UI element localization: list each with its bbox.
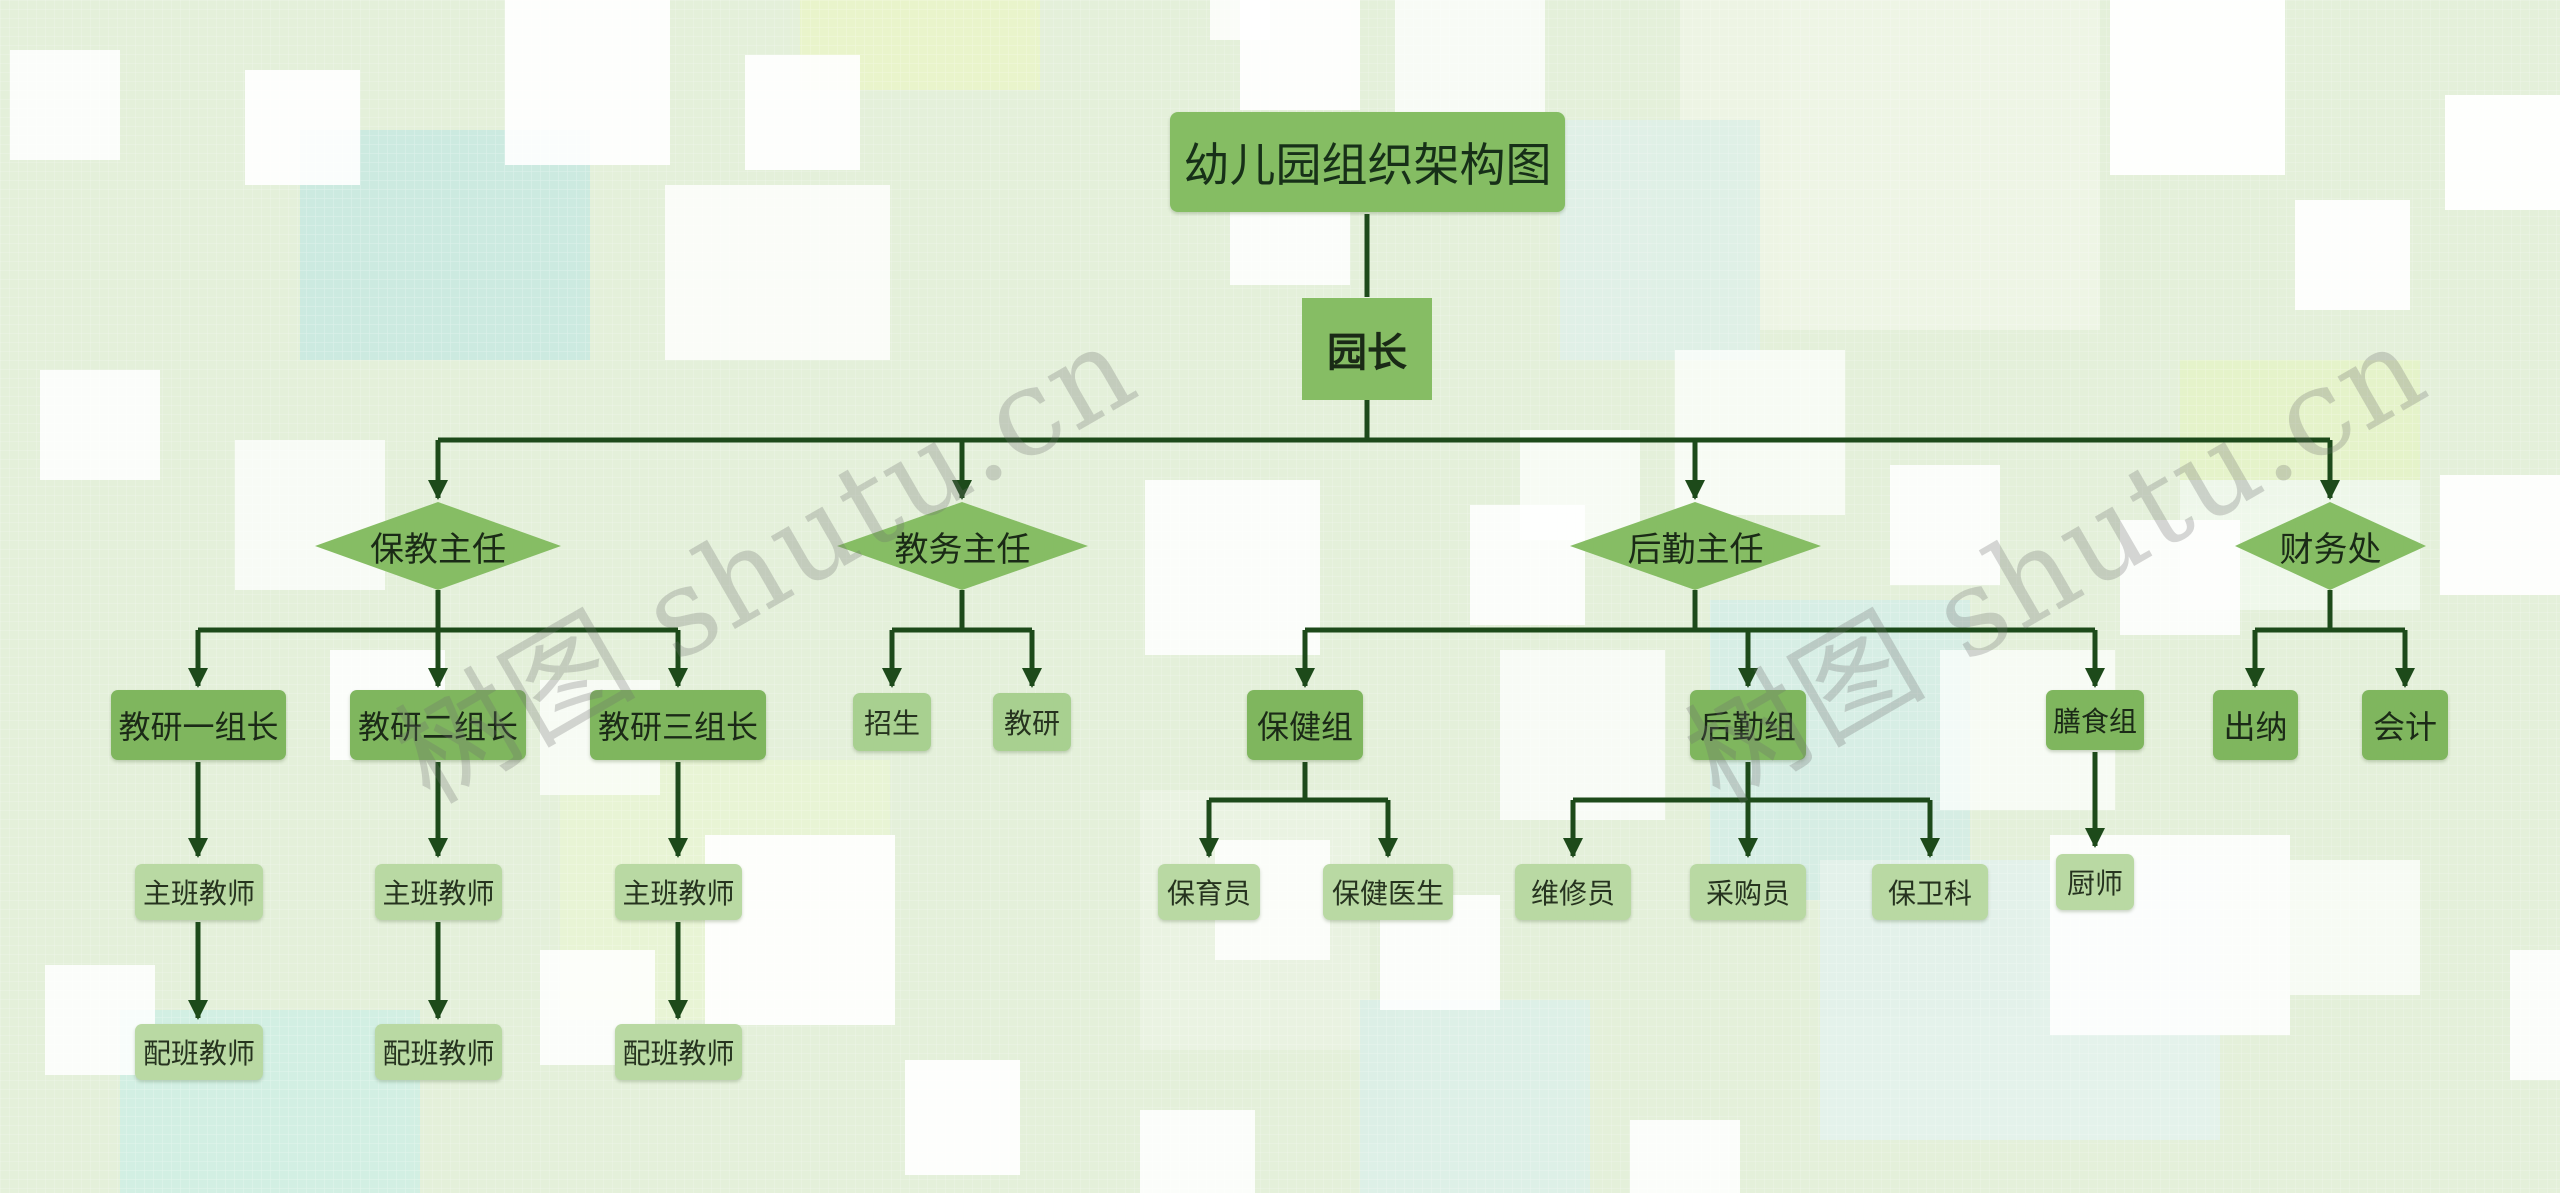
group-3-assistant-teacher-node[interactable]: 配班教师	[615, 1024, 742, 1080]
group-1-assistant-teacher-node[interactable]: 配班教师	[135, 1024, 263, 1080]
childcare-worker-node[interactable]: 保育员	[1158, 864, 1260, 920]
chef-node[interactable]: 厨师	[2056, 854, 2134, 910]
catering-group-node[interactable]: 膳食组	[2046, 690, 2144, 750]
research-group-1-node[interactable]: 教研一组长	[111, 690, 286, 760]
principal-node[interactable]: 园长	[1302, 298, 1432, 400]
dept-caiwu-label: 财务处	[2279, 529, 2382, 570]
group-3-head-teacher-node[interactable]: 主班教师	[615, 864, 742, 920]
health-group-node[interactable]: 保健组	[1247, 690, 1363, 760]
research-group-3-node[interactable]: 教研三组长	[590, 690, 766, 760]
dept-houqin-node[interactable]: 后勤主任	[1568, 500, 1823, 592]
diamond-shape	[1570, 502, 1821, 590]
logistics-group-node[interactable]: 后勤组	[1690, 690, 1806, 760]
dept-jiaowu-node[interactable]: 教务主任	[835, 500, 1090, 592]
group-2-assistant-teacher-node[interactable]: 配班教师	[375, 1024, 502, 1080]
teaching-research-node[interactable]: 教研	[993, 693, 1071, 751]
dept-caiwu-node[interactable]: 财务处	[2233, 500, 2428, 592]
dept-baojiao-label: 保教主任	[370, 529, 506, 570]
cashier-node[interactable]: 出纳	[2213, 690, 2298, 760]
chart-title-node[interactable]: 幼儿园组织架构图	[1170, 112, 1565, 212]
diamond-shape	[2235, 502, 2426, 590]
group-1-head-teacher-node[interactable]: 主班教师	[135, 864, 263, 920]
maintenance-node[interactable]: 维修员	[1515, 864, 1631, 920]
purchaser-node[interactable]: 采购员	[1690, 864, 1806, 920]
group-2-head-teacher-node[interactable]: 主班教师	[375, 864, 502, 920]
health-doctor-node[interactable]: 保健医生	[1323, 864, 1453, 920]
research-group-2-node[interactable]: 教研二组长	[350, 690, 526, 760]
accountant-node[interactable]: 会计	[2362, 690, 2448, 760]
dept-houqin-label: 后勤主任	[1627, 529, 1764, 570]
admissions-node[interactable]: 招生	[853, 693, 931, 751]
diamond-shape	[837, 502, 1088, 590]
diamond-shape	[315, 502, 561, 590]
dept-baojiao-node[interactable]: 保教主任	[313, 500, 563, 592]
dept-jiaowu-label: 教务主任	[894, 529, 1031, 570]
security-node[interactable]: 保卫科	[1872, 864, 1988, 920]
